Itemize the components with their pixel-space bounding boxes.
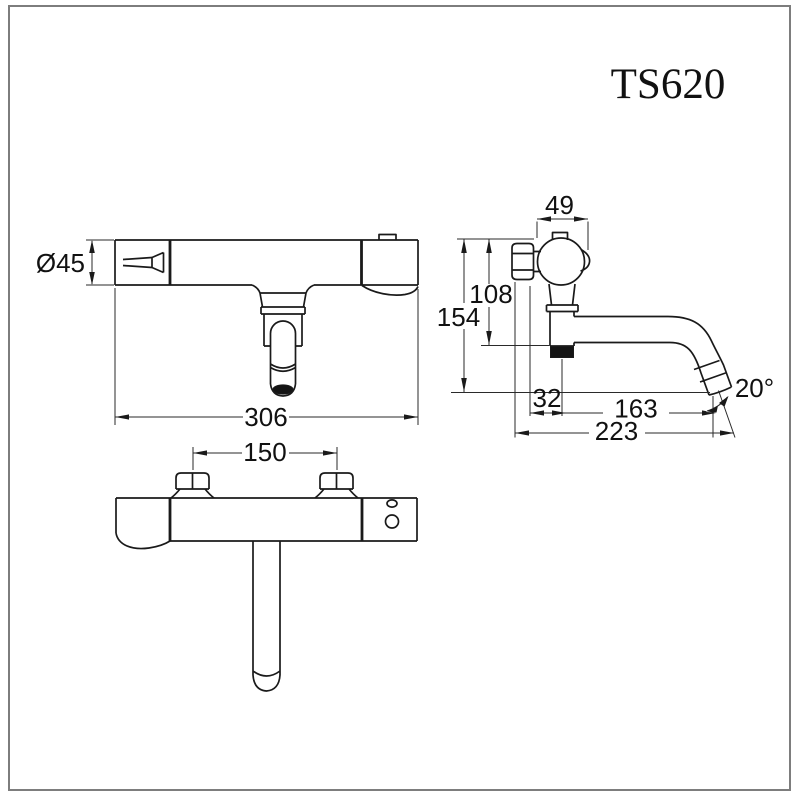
dim-label-height-108: 108 (469, 279, 512, 309)
front-section-lines (168, 240, 363, 285)
front-outlet-neck (251, 284, 315, 347)
rear-extension-lines (192, 447, 338, 470)
side-extension-lines (451, 221, 736, 438)
side-spout (574, 315, 733, 396)
side-body-column (545, 283, 579, 347)
dim-label-offset-32: 32 (533, 383, 562, 413)
side-temp-knob (536, 237, 586, 286)
front-extension-lines (86, 239, 419, 425)
rear-body-outline (115, 497, 418, 542)
rear-view-drawing: 150 (115, 437, 418, 692)
rear-section-lines (168, 498, 364, 541)
side-view-drawing: 49 108 154 32 163 223 20° (437, 190, 774, 446)
side-knob-pointer (580, 248, 591, 272)
side-dimension-arrows (461, 216, 734, 436)
dim-label-spacing-150: 150 (243, 437, 286, 467)
side-inlet-connector (550, 346, 574, 358)
front-outlet-tube (269, 320, 297, 397)
front-handle-lever (361, 284, 419, 296)
front-view-drawing: Ø45 306 (36, 233, 419, 432)
dim-label-height-154: 154 (437, 302, 480, 332)
rear-spout (252, 541, 281, 692)
front-temp-button (378, 233, 397, 240)
rear-button-large (384, 514, 400, 529)
side-wall-nut (511, 242, 541, 281)
dim-label-width-306: 306 (244, 402, 287, 432)
rear-handle-lever (115, 532, 171, 550)
rear-inlet-nut-left (170, 472, 215, 499)
dim-label-reach-163: 163 (614, 394, 657, 424)
drawing-frame-border (8, 5, 791, 791)
side-knob-button (551, 231, 569, 240)
dim-label-knob-width-49: 49 (545, 190, 574, 220)
dim-label-diameter-45: Ø45 (36, 248, 85, 278)
product-code-title: TS620 (611, 61, 726, 108)
side-dimension-lines (463, 218, 734, 434)
front-outlet-opening (272, 384, 294, 395)
dim-label-reach-223: 223 (595, 416, 638, 446)
dim-label-angle-20deg: 20° (735, 373, 774, 403)
front-handle-slot (122, 251, 165, 274)
rear-inlet-nut-right (314, 472, 359, 499)
rear-button-small (386, 499, 398, 508)
front-body-outline (114, 239, 419, 286)
